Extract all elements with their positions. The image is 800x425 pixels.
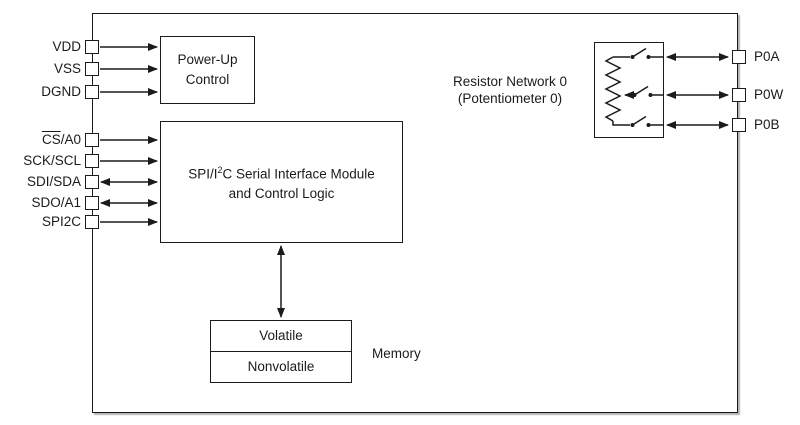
resistor-network-label-line1: Resistor Network 0 <box>452 74 568 89</box>
serial-interface-label-pre: SPI/I <box>188 166 218 182</box>
resistor-network-label: Resistor Network 0 (Potentiometer 0) <box>428 73 592 107</box>
resistor-network-label-line2: (Potentiometer 0) <box>457 91 563 106</box>
memory-nonvolatile-cell: Nonvolatile <box>211 351 351 382</box>
memory-block: Volatile Nonvolatile <box>210 320 352 383</box>
cs-overline-text: CS <box>41 132 61 147</box>
dgnd-pin-label: DGND <box>41 84 81 99</box>
p0a-pin <box>732 50 746 64</box>
a0-text: /A0 <box>60 132 81 147</box>
sdo-a1-pin <box>85 196 99 210</box>
sck-scl-pin <box>85 154 99 168</box>
power-up-control-block: Power-Up Control <box>160 36 255 104</box>
sdo-a1-pin-label: SDO/A1 <box>31 195 81 210</box>
p0b-pin-label: P0B <box>754 117 780 132</box>
sdi-sda-pin-label: SDI/SDA <box>26 174 81 189</box>
serial-interface-label-post: C Serial Interface Module <box>222 166 375 182</box>
serial-interface-label-line2: and Control Logic <box>228 186 335 202</box>
serial-interface-label-line1: SPI/I2C Serial Interface Module <box>188 160 375 185</box>
spi2c-pin <box>85 215 99 229</box>
memory-label: Memory <box>372 346 421 361</box>
p0w-pin-label: P0W <box>754 87 784 102</box>
p0w-pin <box>732 88 746 102</box>
spi2c-pin-label: SPI2C <box>41 214 81 229</box>
vss-pin-label: VSS <box>53 61 81 76</box>
vdd-pin <box>85 40 99 54</box>
serial-interface-block: SPI/I2C Serial Interface Module and Cont… <box>160 121 403 243</box>
p0b-pin <box>732 118 746 132</box>
cs-a0-pin-label: CS/A0 <box>0 131 81 149</box>
vdd-pin-label: VDD <box>52 39 81 54</box>
resistor-network-block <box>594 42 664 138</box>
sck-scl-pin-label: SCK/SCL <box>23 153 81 168</box>
dgnd-pin <box>85 85 99 99</box>
power-up-control-label-line2: Control <box>185 72 230 87</box>
sdi-sda-pin <box>85 175 99 189</box>
vss-pin <box>85 62 99 76</box>
power-up-control-label-line1: Power-Up <box>177 52 238 67</box>
p0a-pin-label: P0A <box>754 49 780 64</box>
memory-volatile-cell: Volatile <box>259 328 303 343</box>
serial-interface-label-sup: 2 <box>217 164 223 175</box>
cs-a0-pin <box>85 133 99 147</box>
